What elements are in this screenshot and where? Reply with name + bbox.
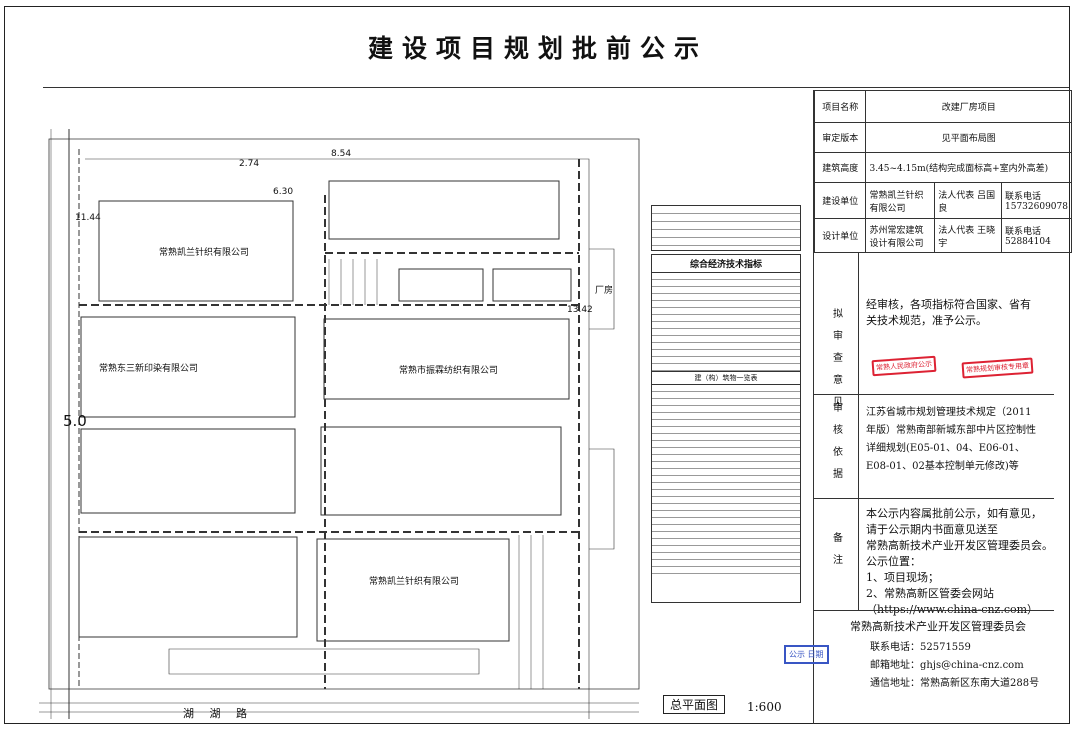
building-label-5: 厂房 [595, 286, 614, 296]
info-panel: 项目名称 改建厂房项目 审定版本 见平面布局图 建筑高度 3.45~4.15m(… [784, 90, 1072, 724]
builder-company: 常熟凯兰针织有限公司 [865, 182, 936, 219]
scale-title: 总平面图 [663, 695, 726, 714]
dimension-5: 11.44 [75, 213, 101, 223]
project-value: 改建厂房项目 [865, 90, 1072, 123]
dimension-2: 2.74 [239, 159, 260, 169]
review-opinion-text: 经审核，各项指标符合国家、省有关技术规范，准予公示。 [866, 298, 1031, 327]
divider-3 [814, 610, 1054, 611]
remarks-line-5: 1、项目现场； [866, 571, 939, 584]
designer-label: 设计单位 [813, 218, 867, 253]
approval-stamp-red: 常熟人民政府公示 [871, 355, 937, 377]
designer-phone: 联系电话 52884104 [1001, 218, 1072, 253]
divider-1 [814, 394, 1054, 395]
footer-org: 常熟高新技术产业开发区管理委员会 [850, 620, 1026, 633]
dimension-1: 8.54 [331, 149, 352, 159]
height-label: 建筑高度 [813, 152, 867, 183]
drawing-sheet: 建设项目规划批前公示 [4, 6, 1072, 724]
remarks-line-1: 本公示内容属批前公示，如有意见， [866, 507, 1042, 520]
scale-value: 1:600 [747, 700, 782, 714]
builder-phone: 联系电话 15732609078 [1001, 182, 1072, 219]
remarks-line-2: 请于公示期内书面意见送至 [866, 523, 998, 536]
site-plan: 5.0 常熟凯兰针织有限公司 常熟东三新印染有限公司 常熟市振霖纺织有限公司 常… [39, 129, 813, 720]
building-label-2: 常熟东三新印染有限公司 [99, 364, 199, 374]
remarks-text: 本公示内容属批前公示，如有意见， 请于公示期内书面意见送至 常熟高新技术产业开发… [866, 506, 1066, 618]
page-title: 建设项目规划批前公示 [367, 34, 708, 63]
review-basis-label: 审核依据 [830, 402, 842, 490]
remarks-line-6: 2、常熟高新区管委会网站 [866, 587, 994, 600]
project-info-table: 项目名称 改建厂房项目 审定版本 见平面布局图 建筑高度 3.45~4.15m(… [813, 90, 1072, 253]
review-basis-label-cell: 审核依据 [814, 394, 859, 498]
title-divider [43, 87, 1069, 88]
footer-address: 通信地址：常熟高新区东南大道288号 [870, 678, 1040, 689]
height-label: 5.0 [63, 412, 87, 430]
building-label-3: 常熟市振霖纺织有限公司 [399, 366, 499, 376]
divider-2 [814, 498, 1054, 499]
remarks-line-3: 常熟高新技术产业开发区管理委员会。 [866, 539, 1053, 552]
tech-index-table: 综合经济技术指标 建（构）筑物一览表 [651, 254, 801, 603]
dimension-3: 13.42 [567, 305, 593, 315]
remarks-label: 备注 [830, 532, 842, 576]
remarks-line-4: 公示位置： [866, 555, 921, 568]
approval-stamp-red-2: 常熟规划审核专用章 [961, 357, 1034, 379]
remarks-line-7: （https://www.china-cnz.com） [866, 603, 1039, 616]
review-basis-text: 江苏省城市规划管理技术规定（2011年版）常熟南部新城东部中片区控制性详细规划(… [866, 407, 1036, 472]
dimension-4: 6.30 [273, 187, 294, 197]
building-table-title: 建（构）筑物一览表 [652, 371, 800, 385]
site-plan-drawing [39, 129, 640, 719]
tech-index-title: 综合经济技术指标 [652, 255, 800, 273]
content-label: 审定版本 [813, 122, 867, 153]
builder-rep: 法人代表 吕国良 [934, 182, 1002, 219]
building-label-4: 常熟凯兰针织有限公司 [369, 577, 460, 587]
height-value: 3.45~4.15m(结构完成面标高+室内外高差) [865, 152, 1072, 183]
remarks-label-cell: 备注 [814, 498, 859, 610]
builder-label: 建设单位 [813, 182, 867, 219]
review-opinion-label: 拟审查意见 [830, 308, 842, 418]
footer-phone: 联系电话：52571559 [870, 642, 971, 653]
publicity-date-stamp: 公示 日期 [784, 645, 829, 664]
review-opinion-label-cell: 拟审查意见 [814, 252, 859, 474]
content-value: 见平面布局图 [865, 122, 1072, 153]
drawing-legend [651, 205, 801, 251]
project-label: 项目名称 [813, 90, 867, 123]
footer-email: 邮箱地址：ghjs@china-cnz.com [870, 660, 1024, 671]
road-name: 湖 湖 路 [183, 707, 253, 720]
designer-company: 苏州常宏建筑设计有限公司 [865, 218, 936, 253]
designer-rep: 法人代表 王晓宇 [934, 218, 1002, 253]
building-label-1: 常熟凯兰针织有限公司 [159, 248, 250, 258]
